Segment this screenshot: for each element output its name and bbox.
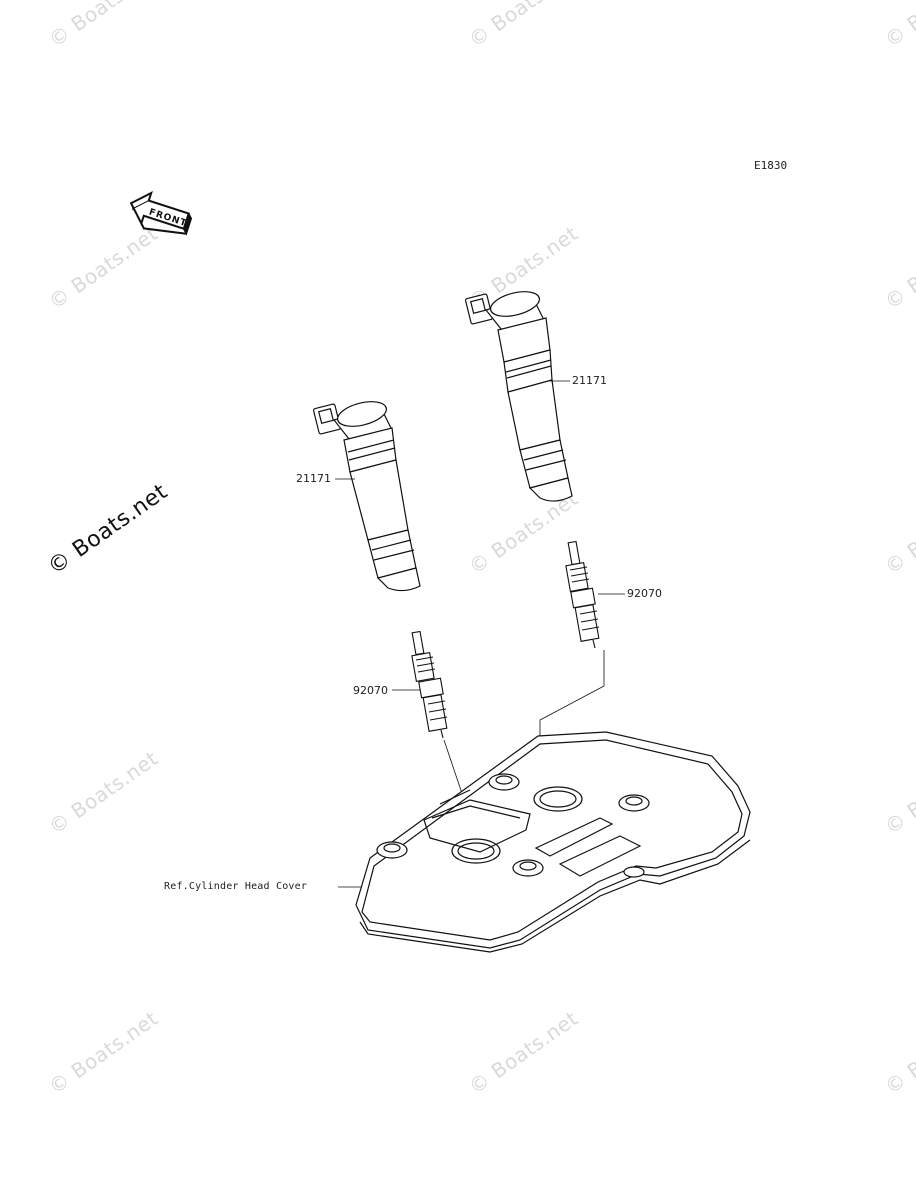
callout-plug-left: 92070 [353,684,388,697]
spark-plug-right [565,540,600,649]
cylinder-head-cover [355,731,751,953]
front-arrow-icon: FRONT [129,190,193,236]
diagram-code: E1830 [754,159,788,172]
ignition-coil-left [313,401,421,592]
callout-plug-right: 92070 [627,587,662,600]
callout-coil-left: 21171 [296,472,331,485]
callout-head-cover: Ref.Cylinder Head Cover [164,881,308,892]
callout-coil-right: 21171 [572,374,607,387]
spark-plug-left [411,630,448,739]
ignition-coil-right [465,291,573,502]
